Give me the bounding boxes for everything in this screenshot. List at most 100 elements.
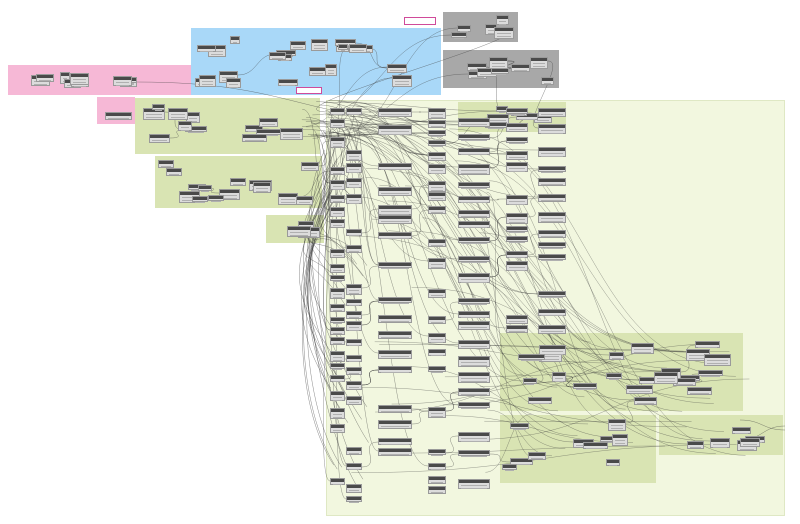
graph-node[interactable]	[458, 479, 490, 489]
node-header-bar[interactable]	[679, 376, 699, 379]
graph-node[interactable]	[530, 57, 548, 69]
graph-node[interactable]	[538, 147, 566, 157]
node-header-bar[interactable]	[279, 194, 297, 197]
node-header-bar[interactable]	[507, 124, 527, 127]
graph-node[interactable]	[506, 151, 528, 160]
node-header-bar[interactable]	[459, 312, 489, 315]
graph-node[interactable]	[458, 182, 490, 189]
node-header-bar[interactable]	[150, 135, 169, 138]
graph-node[interactable]	[149, 134, 170, 143]
graph-node[interactable]	[506, 236, 528, 243]
node-header-bar[interactable]	[468, 64, 486, 67]
node-header-bar[interactable]	[277, 51, 295, 54]
node-header-bar[interactable]	[347, 109, 361, 112]
node-header-bar[interactable]	[539, 195, 565, 198]
node-header-bar[interactable]	[733, 428, 750, 431]
graph-node[interactable]	[378, 438, 412, 445]
node-header-bar[interactable]	[379, 449, 411, 452]
node-header-bar[interactable]	[331, 479, 344, 482]
node-header-bar[interactable]	[705, 355, 730, 358]
node-header-bar[interactable]	[539, 292, 565, 295]
graph-node[interactable]	[510, 458, 533, 465]
graph-node[interactable]	[458, 196, 490, 203]
node-header-bar[interactable]	[696, 342, 719, 345]
node-header-bar[interactable]	[507, 138, 527, 141]
node-header-bar[interactable]	[459, 197, 489, 200]
node-header-bar[interactable]	[687, 350, 709, 353]
graph-node[interactable]	[428, 449, 446, 456]
node-header-bar[interactable]	[198, 46, 215, 49]
node-header-bar[interactable]	[459, 341, 489, 344]
graph-node[interactable]	[278, 193, 298, 205]
node-header-bar[interactable]	[459, 433, 489, 436]
node-header-bar[interactable]	[459, 357, 489, 360]
graph-node[interactable]	[506, 162, 528, 172]
node-header-bar[interactable]	[507, 262, 527, 265]
node-header-bar[interactable]	[331, 250, 344, 253]
node-header-bar[interactable]	[379, 263, 411, 266]
graph-node[interactable]	[506, 251, 528, 258]
node-header-bar[interactable]	[159, 161, 173, 164]
node-header-bar[interactable]	[459, 480, 489, 483]
graph-node[interactable]	[583, 442, 608, 449]
node-header-bar[interactable]	[331, 305, 344, 308]
graph-node[interactable]	[378, 163, 412, 170]
graph-node[interactable]	[330, 337, 345, 345]
node-header-bar[interactable]	[331, 196, 344, 199]
graph-node[interactable]	[325, 64, 337, 76]
node-header-bar[interactable]	[459, 274, 489, 277]
graph-node[interactable]	[528, 397, 552, 404]
graph-node[interactable]	[278, 79, 298, 86]
graph-node[interactable]	[506, 108, 528, 115]
graph-node[interactable]	[428, 239, 446, 247]
graph-node[interactable]	[269, 52, 286, 60]
node-header-bar[interactable]	[71, 74, 88, 77]
node-header-bar[interactable]	[512, 65, 529, 68]
node-header-bar[interactable]	[331, 328, 344, 331]
node-header-bar[interactable]	[574, 384, 596, 387]
graph-node[interactable]	[428, 486, 446, 494]
node-header-bar[interactable]	[179, 122, 191, 125]
graph-node[interactable]	[230, 178, 246, 186]
node-header-bar[interactable]	[347, 230, 361, 233]
graph-node[interactable]	[506, 195, 528, 205]
graph-node[interactable]	[538, 194, 566, 202]
graph-node[interactable]	[330, 137, 345, 148]
node-header-bar[interactable]	[459, 135, 489, 138]
node-header-bar[interactable]	[529, 398, 551, 401]
graph-node[interactable]	[573, 383, 597, 390]
graph-node[interactable]	[510, 423, 529, 430]
graph-node[interactable]	[378, 366, 412, 373]
node-header-bar[interactable]	[429, 193, 445, 196]
node-header-bar[interactable]	[61, 73, 69, 76]
graph-node[interactable]	[378, 125, 412, 135]
graph-node[interactable]	[428, 108, 446, 119]
node-header-bar[interactable]	[347, 382, 361, 385]
graph-node[interactable]	[245, 125, 263, 132]
graph-node[interactable]	[346, 150, 362, 161]
graph-node[interactable]	[541, 77, 554, 85]
node-header-bar[interactable]	[310, 68, 325, 71]
node-header-bar[interactable]	[336, 40, 355, 43]
node-header-bar[interactable]	[347, 312, 361, 315]
graph-node[interactable]	[428, 140, 446, 147]
graph-node[interactable]	[349, 44, 367, 53]
graph-node[interactable]	[528, 452, 546, 460]
node-header-bar[interactable]	[288, 227, 310, 230]
node-header-bar[interactable]	[529, 453, 545, 456]
node-header-bar[interactable]	[539, 167, 565, 170]
graph-node[interactable]	[538, 212, 566, 223]
node-header-bar[interactable]	[539, 125, 565, 128]
node-header-bar[interactable]	[459, 222, 489, 225]
graph-node[interactable]	[458, 148, 490, 155]
node-header-bar[interactable]	[347, 368, 361, 371]
node-header-bar[interactable]	[331, 318, 344, 321]
graph-node[interactable]	[428, 130, 446, 137]
node-header-bar[interactable]	[539, 109, 565, 112]
graph-node[interactable]	[309, 67, 326, 76]
graph-node[interactable]	[428, 289, 446, 298]
node-header-bar[interactable]	[459, 165, 489, 168]
node-header-bar[interactable]	[507, 326, 527, 329]
graph-node[interactable]	[428, 316, 446, 324]
